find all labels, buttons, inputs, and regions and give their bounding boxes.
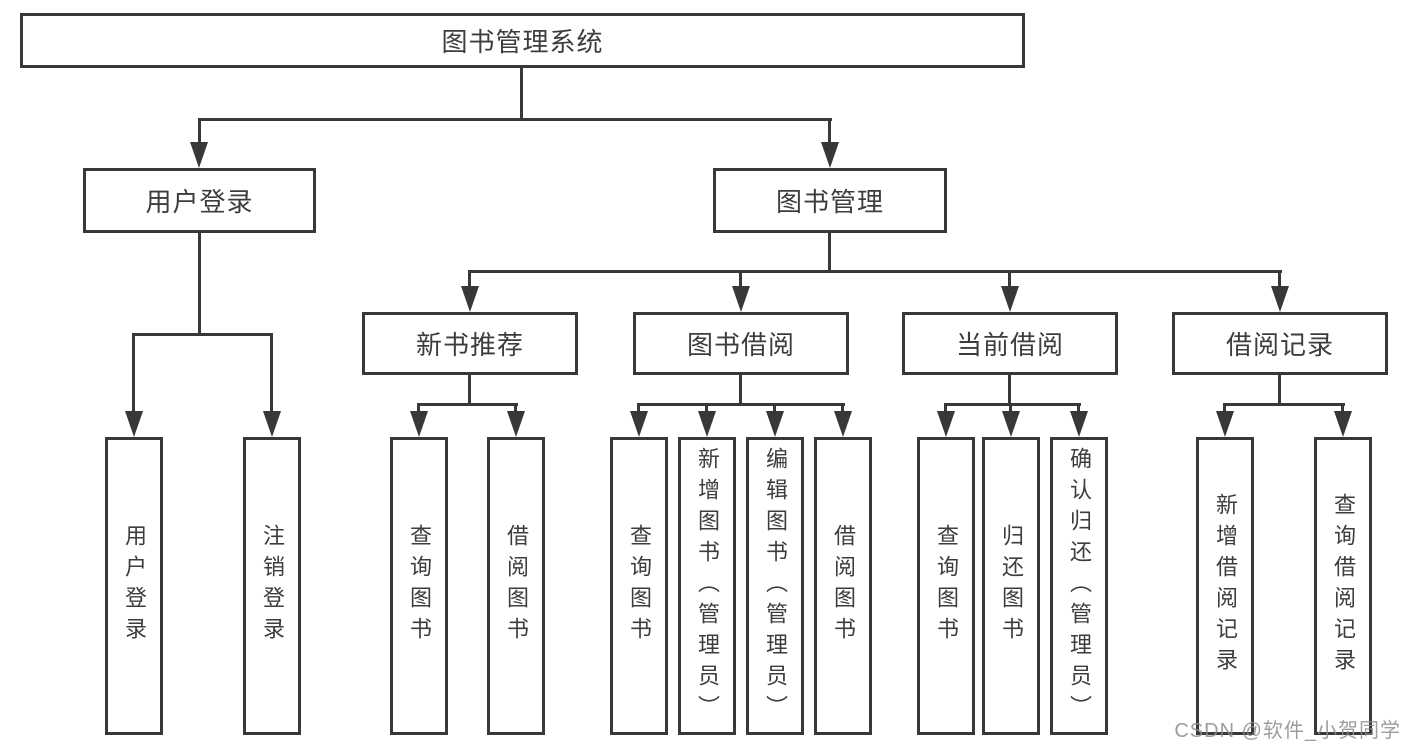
connector-root-branch: [198, 118, 832, 121]
connector-drop-current-borrow: [1008, 270, 1011, 288]
node-borrow-record-label: 借阅记录: [1225, 330, 1334, 360]
connector-g5-drop2: [1341, 403, 1344, 414]
connector-bm-stem: [828, 231, 831, 273]
leaf-logout: 注销登录: [243, 437, 301, 735]
arrowhead-g3-leaf3: [766, 411, 784, 437]
connector-g3-drop4: [841, 403, 844, 414]
arrowhead-g5-leaf2: [1334, 411, 1352, 437]
arrowhead-g3-leaf1: [630, 411, 648, 437]
arrowhead-g4-leaf1: [937, 411, 955, 437]
node-borrow-record: 借阅记录: [1172, 312, 1388, 375]
connector-g1-drop1: [132, 333, 135, 413]
leaf-current-confirm-return-label: 确认归还（管理员）: [1067, 446, 1092, 726]
arrowhead-user-login: [190, 142, 208, 168]
leaf-record-add: 新增借阅记录: [1196, 437, 1254, 735]
connector-g5-drop1: [1223, 403, 1226, 414]
node-current-borrow: 当前借阅: [902, 312, 1118, 375]
leaf-user-login: 用户登录: [105, 437, 163, 735]
leaf-current-query-label: 查询图书: [934, 524, 959, 648]
connector-g1-stem: [198, 231, 201, 336]
connector-g2-drop1: [417, 403, 420, 414]
connector-g4-drop3: [1077, 403, 1080, 414]
connector-drop-new-book: [468, 270, 471, 288]
leaf-borrow-query-label: 查询图书: [627, 524, 652, 648]
node-book-borrow-label: 图书借阅: [686, 330, 795, 360]
arrowhead-g5-leaf1: [1216, 411, 1234, 437]
node-root-label: 图书管理系统: [441, 27, 604, 57]
leaf-borrow-edit-book: 编辑图书（管理员）: [746, 437, 804, 735]
leaf-borrow-add-book-label: 新增图书（管理员）: [695, 446, 720, 726]
leaf-current-return-label: 归还图书: [999, 524, 1024, 648]
leaf-borrow-query: 查询图书: [610, 437, 668, 735]
connector-g3-drop1: [637, 403, 640, 414]
leaf-record-query-label: 查询借阅记录: [1331, 493, 1356, 679]
connector-g4-branch: [944, 403, 1081, 406]
connector-g3-branch: [637, 403, 845, 406]
connector-g3-stem: [739, 374, 742, 406]
leaf-logout-label: 注销登录: [260, 524, 285, 648]
connector-g2-stem: [468, 374, 471, 406]
leaf-user-login-label: 用户登录: [122, 524, 147, 648]
arrowhead-g1-leaf2: [263, 411, 281, 437]
leaf-borrow-edit-book-label: 编辑图书（管理员）: [763, 446, 788, 726]
leaf-newbook-borrow: 借阅图书: [487, 437, 545, 735]
connector-drop-book-management: [828, 118, 831, 145]
connector-bm-branch: [469, 270, 1282, 273]
arrowhead-g4-leaf2: [1002, 411, 1020, 437]
node-user-login-label: 用户登录: [145, 187, 254, 217]
connector-g2-drop2: [514, 403, 517, 414]
leaf-borrow-add-book: 新增图书（管理员）: [678, 437, 736, 735]
connector-g1-drop2: [270, 333, 273, 413]
connector-g1-branch: [132, 333, 273, 336]
connector-root-stem: [520, 66, 523, 120]
arrowhead-current-borrow: [1001, 286, 1019, 312]
connector-drop-borrow-record: [1278, 270, 1281, 288]
connector-drop-user-login: [198, 118, 201, 145]
node-current-borrow-label: 当前借阅: [955, 330, 1064, 360]
leaf-newbook-borrow-label: 借阅图书: [504, 524, 529, 648]
leaf-borrow-borrow-book: 借阅图书: [814, 437, 872, 735]
leaf-current-query: 查询图书: [917, 437, 975, 735]
connector-g5-branch: [1223, 403, 1345, 406]
csdn-watermark: CSDN @软件_小贺同学: [1174, 720, 1401, 742]
connector-g2-branch: [417, 403, 518, 406]
node-book-management-label: 图书管理: [775, 187, 884, 217]
leaf-borrow-borrow-book-label: 借阅图书: [831, 524, 856, 648]
leaf-current-return: 归还图书: [982, 437, 1040, 735]
arrowhead-g1-leaf1: [125, 411, 143, 437]
connector-g3-drop2: [705, 403, 708, 414]
connector-g4-drop1: [944, 403, 947, 414]
arrowhead-g3-leaf2: [698, 411, 716, 437]
leaf-record-query: 查询借阅记录: [1314, 437, 1372, 735]
node-book-borrow: 图书借阅: [633, 312, 849, 375]
connector-g4-stem: [1008, 374, 1011, 406]
connector-g4-drop2: [1009, 403, 1012, 414]
arrowhead-g3-leaf4: [834, 411, 852, 437]
connector-g5-stem: [1278, 374, 1281, 406]
arrowhead-new-book: [461, 286, 479, 312]
leaf-newbook-query: 查询图书: [390, 437, 448, 735]
leaf-record-add-label: 新增借阅记录: [1213, 493, 1238, 679]
arrowhead-book-borrow: [732, 286, 750, 312]
arrowhead-g2-leaf1: [410, 411, 428, 437]
connector-drop-book-borrow: [739, 270, 742, 288]
node-root: 图书管理系统: [20, 13, 1025, 68]
arrowhead-g2-leaf2: [507, 411, 525, 437]
arrowhead-borrow-record: [1271, 286, 1289, 312]
arrowhead-g4-leaf3: [1070, 411, 1088, 437]
leaf-current-confirm-return: 确认归还（管理员）: [1050, 437, 1108, 735]
arrowhead-book-management: [821, 142, 839, 168]
node-new-book-recommend: 新书推荐: [362, 312, 578, 375]
node-new-book-recommend-label: 新书推荐: [415, 330, 524, 360]
leaf-newbook-query-label: 查询图书: [407, 524, 432, 648]
node-user-login: 用户登录: [83, 168, 316, 233]
connector-g3-drop3: [773, 403, 776, 414]
node-book-management: 图书管理: [713, 168, 947, 233]
